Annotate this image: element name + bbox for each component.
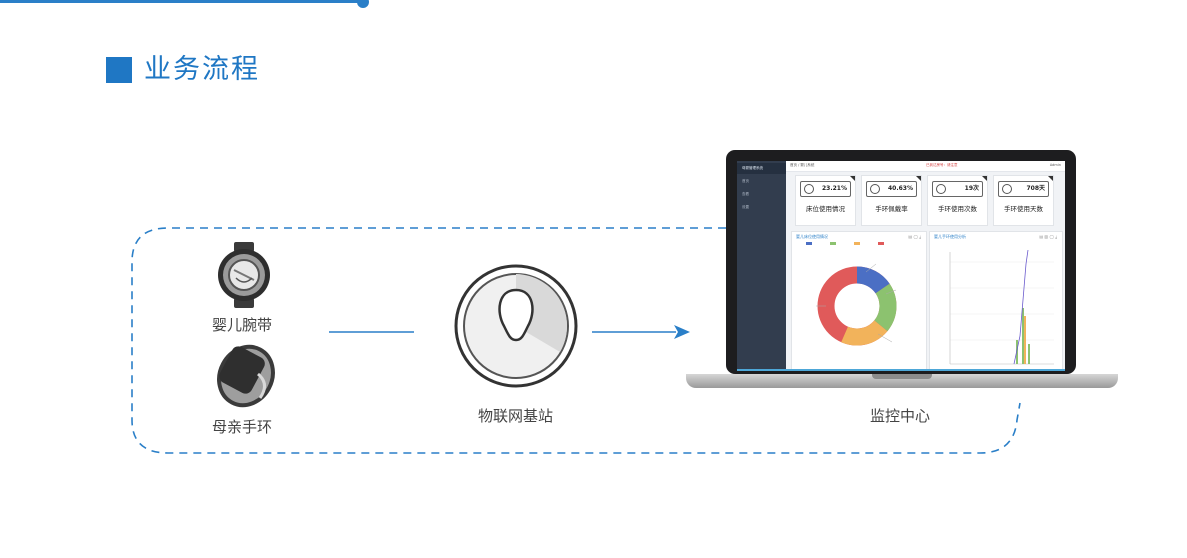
sidebar-item-settings[interactable]: 设置: [742, 205, 749, 209]
top-rule: [0, 0, 364, 3]
screen-sidebar: 母婴管理系统 首页 查看 设置: [737, 161, 786, 371]
stat-value: 23.21%: [822, 185, 847, 192]
arrow-head: [674, 325, 690, 339]
top-rule-dot: [357, 0, 369, 8]
mother-wristband-icon: [217, 344, 275, 408]
panel-title: 婴儿手环使用分析: [934, 234, 966, 239]
legend-item: [830, 241, 837, 245]
band-icon: [870, 184, 880, 194]
stat-box: 19次: [932, 181, 983, 197]
stat-label: 床位使用情况: [806, 205, 845, 213]
stat-label: 手环佩戴率: [875, 205, 908, 213]
stat-card: 708天 手环使用天数: [993, 175, 1054, 226]
stat-box: 23.21%: [800, 181, 851, 197]
stat-label: 手环使用次数: [938, 205, 977, 213]
laptop-base: [686, 374, 1118, 388]
usage-line-chart: [949, 249, 1054, 365]
screen-edge: [737, 369, 1065, 371]
donut-chart: [816, 263, 897, 346]
sidebar-item-home[interactable]: 首页: [742, 179, 749, 183]
sidebar-item-view[interactable]: 查看: [742, 192, 749, 196]
bed-usage-panel: 婴儿床位使用情况 ▤ ◯ ⤓: [791, 231, 927, 371]
laptop-notch: [872, 374, 932, 379]
sidebar-item-system[interactable]: 母婴管理系统: [737, 163, 786, 174]
mother-band-label: 母亲手环: [212, 418, 273, 436]
monitor-label: 监控中心: [870, 407, 931, 425]
band-usage-panel: 婴儿手环使用分析 ▤ ▥ ◯ ⤓: [929, 231, 1063, 371]
dashed-enclosure: [131, 227, 1021, 454]
stat-box: 40.63%: [866, 181, 917, 197]
panel-toolbar-icons[interactable]: ▤ ▥ ◯ ⤓: [1039, 234, 1057, 239]
stat-value: 40.63%: [888, 185, 913, 192]
baby-band-label: 婴儿腕带: [212, 316, 273, 334]
card-corner: [982, 176, 987, 181]
section-title: 业务流程: [144, 54, 260, 85]
card-corner: [916, 176, 921, 181]
gateway-label: 物联网基站: [478, 407, 554, 425]
legend-item: [806, 241, 813, 245]
panel-title: 婴儿床位使用情况: [796, 234, 828, 239]
panel-toolbar-icons[interactable]: ▤ ◯ ⤓: [908, 234, 921, 239]
monitor-screen: 母婴管理系统 首页 查看 设置 首页 / 婴儿系统 已到达房号：请注意 Admi…: [737, 161, 1065, 371]
legend-item: [854, 241, 861, 245]
bed-icon: [804, 184, 814, 194]
breadcrumb: 首页 / 婴儿系统: [790, 163, 815, 167]
stat-label: 手环使用天数: [1004, 205, 1043, 213]
iot-gateway-icon: [454, 264, 578, 388]
band-icon: [936, 184, 946, 194]
stat-card: 19次 手环使用次数: [927, 175, 988, 226]
stat-card: 23.21% 床位使用情况: [795, 175, 856, 226]
baby-wristband-icon: [218, 242, 270, 308]
stat-value: 19次: [964, 185, 979, 192]
alert-text: 已到达房号：请注意: [926, 163, 958, 167]
user-menu[interactable]: Admin: [1049, 163, 1061, 167]
card-corner: [1048, 176, 1053, 181]
laptop-monitor: 母婴管理系统 首页 查看 设置 首页 / 婴儿系统 已到达房号：请注意 Admi…: [686, 150, 1118, 402]
stat-value: 708天: [1026, 185, 1045, 192]
card-corner: [850, 176, 855, 181]
stat-box: 708天: [998, 181, 1049, 197]
section-marker: [106, 57, 132, 83]
stat-card: 40.63% 手环佩戴率: [861, 175, 922, 226]
legend-item: [878, 241, 885, 245]
band-icon: [1002, 184, 1012, 194]
screen-topbar: 首页 / 婴儿系统 已到达房号：请注意 Admin: [786, 161, 1065, 172]
